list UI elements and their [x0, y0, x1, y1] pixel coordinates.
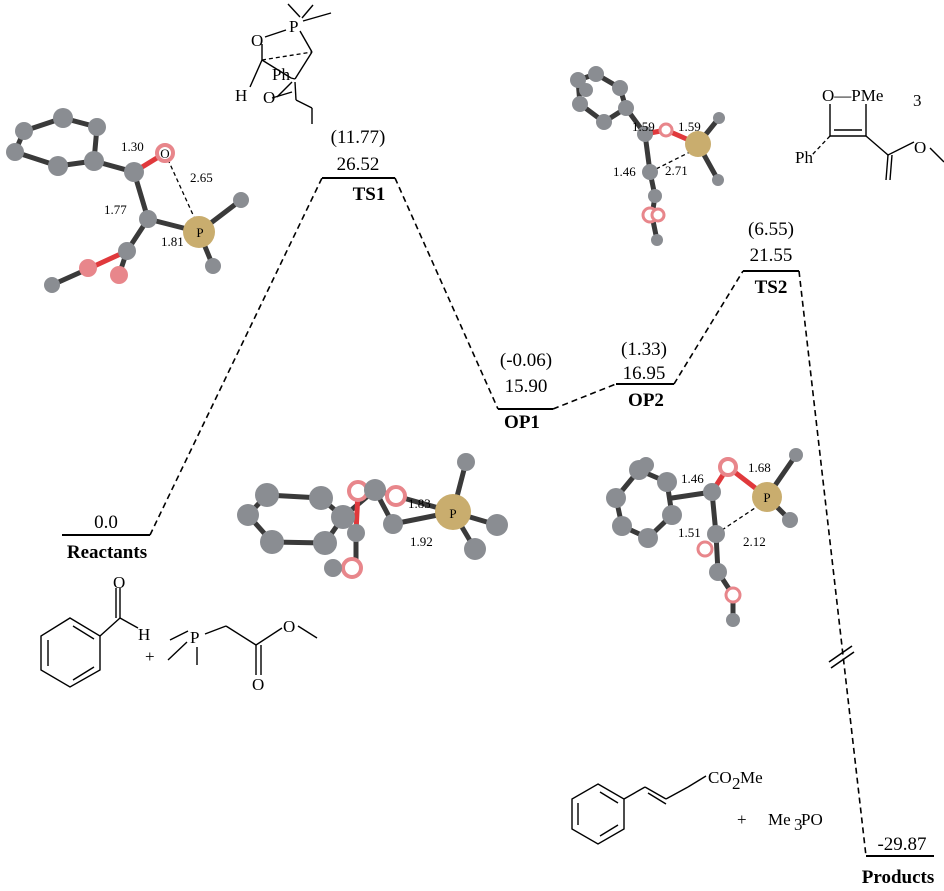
energy-reactants: 0.0 — [94, 512, 118, 533]
energy-products: -29.87 — [877, 834, 926, 855]
op2-dist-3: 1.46 — [613, 164, 636, 179]
ts2-chem-ring: O—PMe — [822, 86, 883, 105]
products-skeletal-structures — [571, 775, 707, 845]
reactant-chem-p: P — [190, 628, 199, 647]
ts2-dist-4: 2.12 — [743, 534, 766, 549]
ts1-skeletal-structure — [249, 3, 332, 124]
label-ts1: TS1 — [353, 184, 386, 205]
energy-op1: 15.90 — [505, 376, 548, 397]
reactant-chem-o: O — [113, 573, 125, 592]
energy-op2: 16.95 — [623, 363, 666, 384]
op1-p-atom: P — [449, 506, 456, 521]
op2-dist-2: 1.59 — [678, 119, 701, 134]
paren-ts1: (11.77) — [331, 127, 386, 148]
ts2-chem-ph: Ph — [795, 148, 813, 167]
ts1-dist-4: 1.81 — [161, 234, 184, 249]
ts1-o-atom: O — [160, 146, 169, 161]
reactant-chem-o2: O — [252, 675, 264, 694]
ts1-dist-2: 2.65 — [190, 170, 213, 185]
ts1-dist-1: 1.30 — [121, 139, 144, 154]
reactant-plus: + — [145, 647, 155, 666]
op1-dist-2: 1.92 — [410, 534, 433, 549]
reactant-chem-h: H — [138, 625, 150, 644]
ts2-chem-ring-sub: 3 — [913, 91, 922, 110]
product-co2me-sub: 2 — [732, 774, 741, 793]
op2-dist-1: 1.59 — [632, 119, 655, 134]
product-me3po-sub: 3 — [794, 815, 803, 834]
ts2-3d-model — [606, 448, 803, 627]
ts2-dist-2: 1.68 — [748, 460, 771, 475]
op1-dist-1: 1.83 — [408, 496, 431, 511]
ts1-chem-o: O — [251, 31, 263, 50]
paren-ts2: (6.55) — [748, 219, 794, 240]
reactant-chem-o3: O — [283, 617, 295, 636]
label-op1: OP1 — [504, 412, 540, 433]
op2-3d-model — [570, 66, 725, 246]
product-me3po-b: PO — [801, 810, 823, 829]
ts1-3d-model — [6, 108, 249, 293]
ts2-p-atom: P — [763, 490, 770, 505]
ts1-chem-h: H — [235, 86, 247, 105]
connector-op1-op2 — [552, 383, 617, 410]
connector-ts2-products — [798, 270, 867, 857]
op2-dist-4: 2.71 — [665, 163, 688, 178]
product-co2me-b: Me — [740, 768, 763, 787]
ts2-dist-1: 1.46 — [681, 471, 704, 486]
paren-op2: (1.33) — [621, 339, 667, 360]
energy-ts2: 21.55 — [750, 245, 793, 266]
product-co2me-a: CO — [708, 768, 732, 787]
op1-3d-model — [237, 453, 508, 579]
axis-break-mark-1 — [828, 645, 853, 663]
label-op2: OP2 — [628, 390, 664, 411]
energy-ts1: 26.52 — [337, 154, 380, 175]
axis-break-mark-2 — [830, 651, 855, 669]
ts1-chem-o2: O — [263, 88, 275, 107]
ts2-chem-o: O — [914, 138, 926, 157]
label-reactants: Reactants — [67, 542, 147, 563]
connector-reactants-ts1 — [149, 177, 323, 536]
ts2-skeletal-structure — [811, 104, 944, 181]
product-plus: + — [737, 810, 747, 829]
label-products: Products — [862, 867, 934, 888]
ts2-dist-3: 1.51 — [678, 525, 701, 540]
ts1-chem-ph: Ph — [272, 65, 290, 84]
ts1-chem-p: P — [289, 17, 298, 36]
paren-op1: (-0.06) — [500, 350, 552, 371]
product-me3po-a: Me — [768, 810, 791, 829]
reactants-skeletal-structures — [40, 588, 318, 688]
ts1-p-atom: P — [196, 225, 203, 240]
label-ts2: TS2 — [755, 277, 788, 298]
ts1-dist-3: 1.77 — [104, 202, 127, 217]
connector-ts1-op1 — [394, 177, 499, 410]
connector-op2-ts2 — [673, 270, 744, 385]
